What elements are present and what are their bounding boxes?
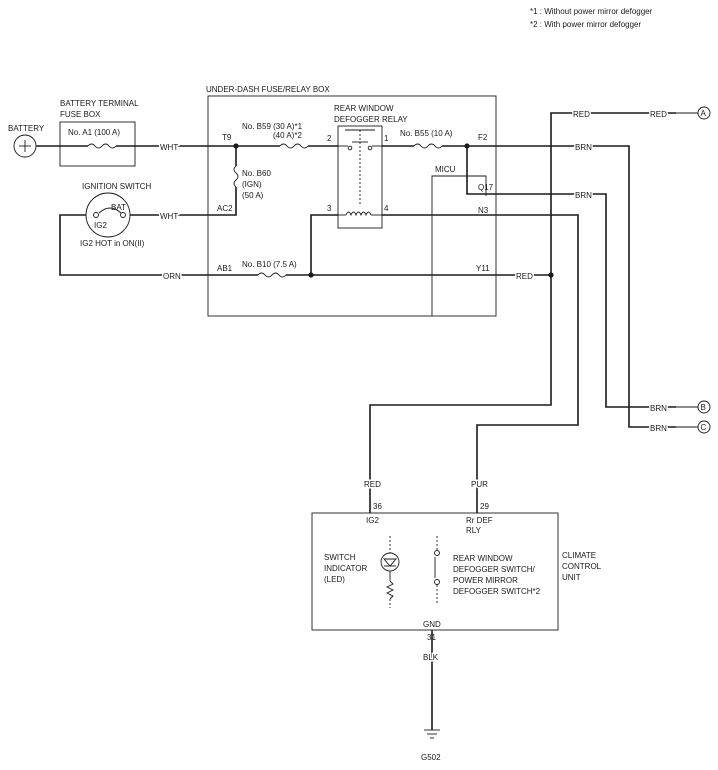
battery-fusebox-title-1: BATTERY TERMINAL (60, 99, 139, 108)
wire-brn-to-c (496, 145, 676, 428)
relay-title-1: REAR WINDOW (334, 104, 394, 113)
wire-label-red-2: RED (650, 110, 667, 119)
climate-ig2-label: IG2 (366, 516, 379, 525)
fuse-b59-label-1: No. B59 (30 A)*1 (242, 122, 303, 131)
switch-label-4: DEFOGGER SWITCH*2 (453, 587, 541, 596)
terminal-t9: T9 (222, 133, 232, 142)
terminal-y11: Y11 (476, 264, 490, 273)
climate-control-unit: 36 IG2 29 Rr DEF RLY CLIMATE CONTROL UNI… (311, 502, 602, 642)
footnote-2: *2 : With power mirror defogger (530, 20, 641, 29)
relay-pin-4: 4 (384, 204, 389, 213)
wire-brn-to-b (496, 193, 676, 408)
battery: BATTERY (8, 124, 45, 158)
wire-orn-ignition (59, 214, 208, 276)
battery-label: BATTERY (8, 124, 45, 133)
wire-label-pur: PUR (471, 480, 488, 489)
relay-pin-1: 1 (384, 134, 389, 143)
defogger-relay (337, 125, 383, 229)
connector-a-label: A (701, 109, 707, 118)
ignition-ig2-label: IG2 (94, 221, 107, 230)
fuse-b55-label: No. B55 (10 A) (400, 129, 453, 138)
relay-pin-3: 3 (327, 204, 332, 213)
ignition-switch-symbol (85, 192, 131, 238)
footnote-1: *1 : Without power mirror defogger (530, 7, 653, 16)
micu-label: MICU (435, 165, 456, 174)
fuse-a1-symbol (87, 143, 117, 149)
defogger-switch-icon (434, 550, 440, 556)
wire-label-wht-1: WHT (160, 143, 178, 152)
junction-b10 (308, 272, 314, 278)
fuse-b10-label: No. B10 (7.5 A) (242, 260, 297, 269)
climate-rrdef-label-2: RLY (466, 526, 482, 535)
climate-pin-29: 29 (480, 502, 489, 511)
connector-b-label: B (701, 403, 706, 412)
fuse-relay-box-title: UNDER-DASH FUSE/RELAY BOX (206, 85, 330, 94)
wire-label-brn-4: BRN (650, 424, 667, 433)
relay-coil (345, 211, 372, 217)
fuse-b10-symbol (257, 272, 287, 278)
switch-label-3: POWER MIRROR (453, 576, 518, 585)
ignition-switch-title: IGNITION SWITCH (82, 182, 152, 191)
wire-red-to-climate (369, 275, 552, 513)
fuse-b59-label-2: (40 A)*2 (273, 131, 302, 140)
wire-red-to-a (550, 112, 676, 275)
fuse-b60-label-1: No. B60 (242, 169, 271, 178)
ignition-switch: IGNITION SWITCH BAT IG2 IG2 HOT in ON(II… (80, 182, 152, 248)
micu-outline (431, 175, 487, 316)
wire-label-brn-1: BRN (575, 143, 592, 152)
climate-title-3: UNIT (562, 573, 581, 582)
led-label-3: (LED) (324, 575, 345, 584)
climate-rrdef-label-1: Rr DEF (466, 516, 493, 525)
relay-title-2: DEFOGGER RELAY (334, 115, 408, 124)
climate-unit-outline (311, 512, 559, 631)
climate-title-2: CONTROL (562, 562, 602, 571)
wire-label-brn-2: BRN (575, 191, 592, 200)
battery-fusebox-outline (59, 121, 136, 167)
wire-label-blk: BLK (423, 653, 439, 662)
wire-label-red-1: RED (573, 110, 590, 119)
wire-label-brn-3: BRN (650, 404, 667, 413)
switch-label-2: DEFOGGER SWITCH/ (453, 565, 536, 574)
ignition-note: IG2 HOT in ON(II) (80, 239, 145, 248)
connector-c-label: C (701, 423, 707, 432)
relay-pin-2: 2 (327, 134, 332, 143)
wire-label-wht-2: WHT (160, 212, 178, 221)
ground-label: G502 (421, 753, 441, 762)
led-label-2: INDICATOR (324, 564, 367, 573)
battery-fusebox-title-2: FUSE BOX (60, 110, 101, 119)
under-dash-fuse-relay-box: UNDER-DASH FUSE/RELAY BOX T9 AC2 AB1 F2 … (206, 85, 497, 317)
wire-label-red-3: RED (364, 480, 381, 489)
wire-pur-to-climate (476, 214, 579, 513)
led-indicator-icon (380, 552, 400, 572)
climate-gnd-label: GND (423, 620, 441, 629)
terminal-ac2: AC2 (217, 204, 233, 213)
fuse-a1-label: No. A1 (100 A) (68, 128, 120, 137)
ignition-bat-label: BAT (111, 203, 126, 212)
terminal-n3: N3 (478, 206, 489, 215)
battery-terminal-fuse-box: BATTERY TERMINAL FUSE BOX No. A1 (100 A) (59, 99, 139, 167)
fuse-b60-label-3: (50 A) (242, 191, 264, 200)
climate-title-1: CLIMATE (562, 551, 596, 560)
wire-label-orn: ORN (163, 272, 181, 281)
fuse-relay-box-outline (207, 95, 497, 317)
fuse-b55-symbol (413, 143, 443, 149)
fuse-b59-symbol (279, 143, 309, 149)
terminal-ab1: AB1 (217, 264, 233, 273)
switch-label-1: REAR WINDOW (453, 554, 513, 563)
resistor-icon (385, 580, 395, 600)
fuse-b60-label-2: (IGN) (242, 180, 262, 189)
ground-icon (424, 729, 440, 739)
climate-pin-36: 36 (373, 502, 382, 511)
wire-label-red-y11: RED (516, 272, 533, 281)
led-label-1: SWITCH (324, 553, 356, 562)
terminal-f2: F2 (478, 133, 488, 142)
fuse-b60-symbol (233, 165, 239, 188)
